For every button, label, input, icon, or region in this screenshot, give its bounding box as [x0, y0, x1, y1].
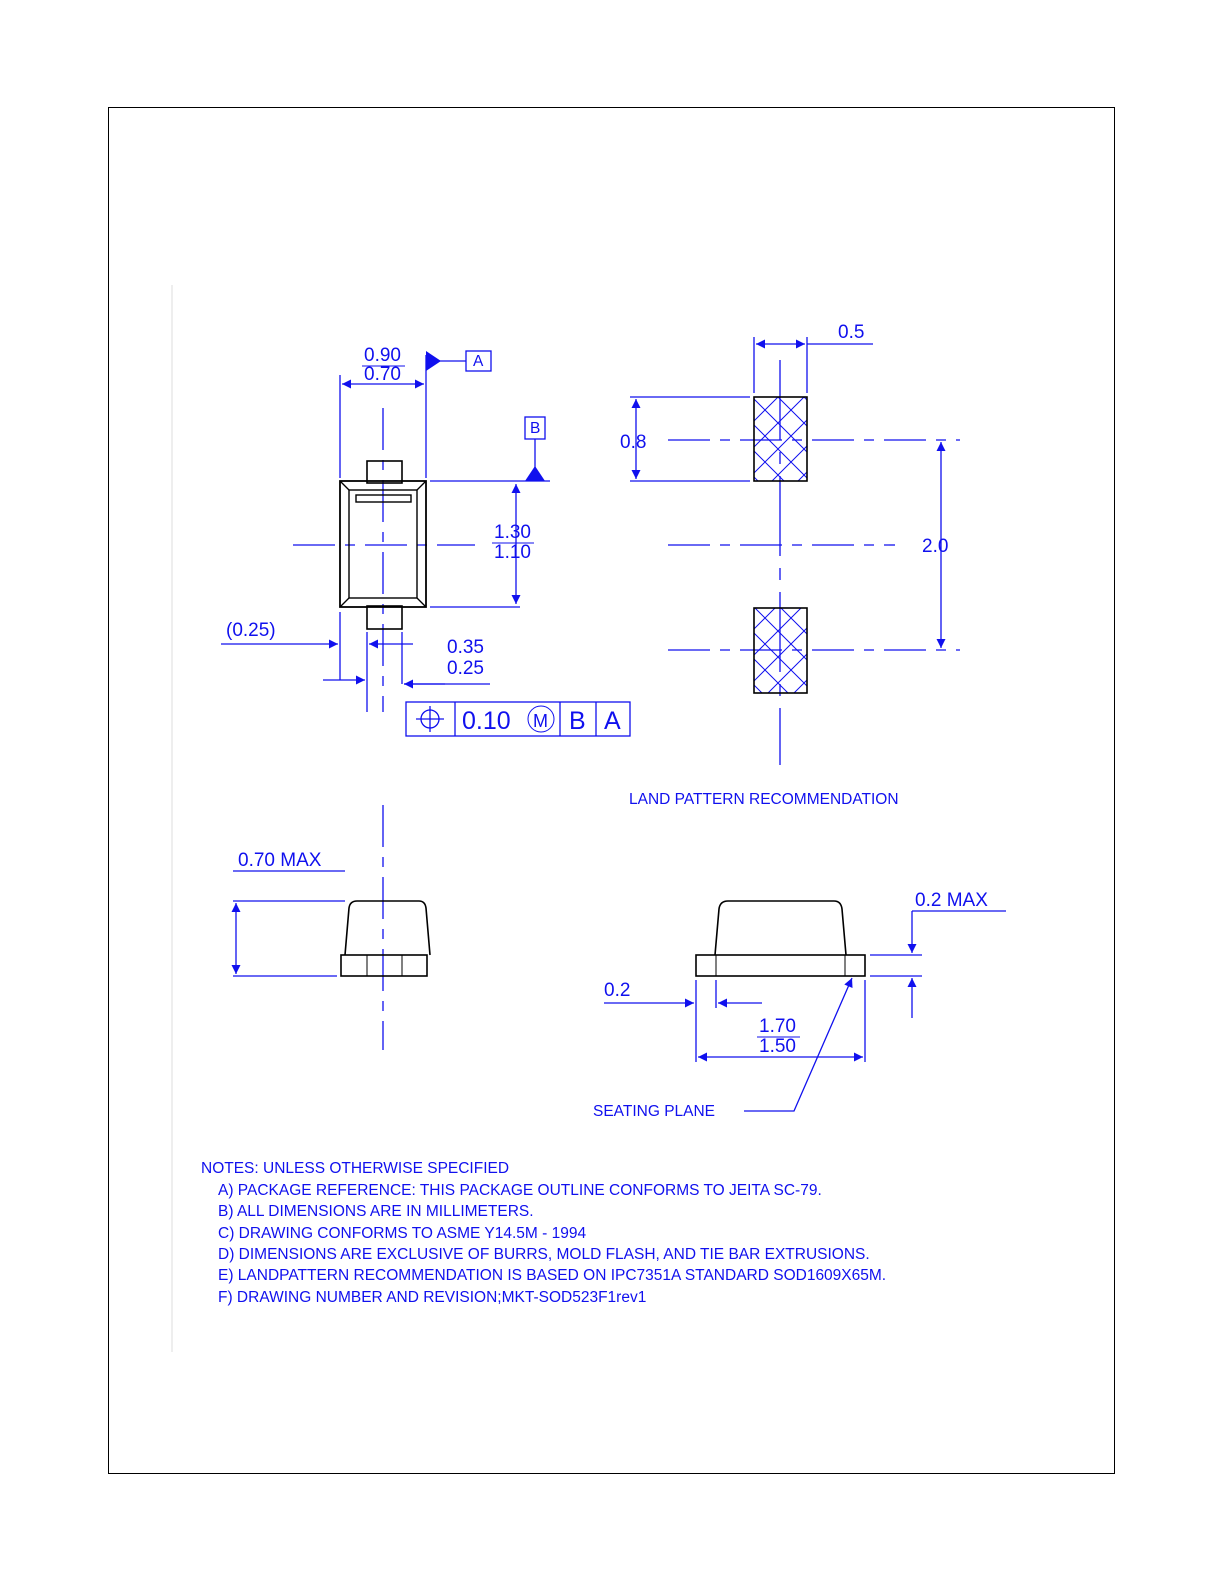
top-view — [221, 350, 550, 712]
lead-width-max-label: 0.35 — [447, 637, 484, 658]
land-pad-top — [753, 396, 808, 482]
datum-ref-1: B — [569, 707, 586, 735]
notes-heading: NOTES: UNLESS OTHERWISE SPECIFIED — [201, 1160, 509, 1177]
mmc-modifier: M — [533, 711, 548, 731]
pitch-label: 2.0 — [922, 536, 948, 557]
mmc-icon — [527, 705, 555, 733]
note-a: A) PACKAGE REFERENCE: THIS PACKAGE OUTLI… — [218, 1182, 822, 1199]
standoff-max-label: 0.2 MAX — [915, 890, 988, 911]
length-max-label: 1.30 — [494, 522, 531, 543]
land-pattern-view — [630, 337, 960, 765]
side-view — [231, 805, 431, 1050]
lead-width-min-label: 0.25 — [447, 658, 484, 679]
lead-length-label: 0.2 — [604, 980, 630, 1001]
note-c: C) DRAWING CONFORMS TO ASME Y14.5M - 199… — [218, 1225, 586, 1242]
front-view — [604, 900, 1006, 1112]
note-b: B) ALL DIMENSIONS ARE IN MILLIMETERS. — [218, 1203, 534, 1220]
width-max-label: 0.90 — [364, 345, 401, 366]
tolerance-value: 0.10 — [462, 707, 511, 735]
pad-length-label: 0.8 — [620, 432, 646, 453]
position-tolerance-frame — [405, 701, 631, 737]
land-pad-bottom — [753, 607, 808, 694]
datum-ref-2: A — [604, 707, 621, 735]
height-max-label: 0.70 MAX — [238, 850, 322, 871]
lead-offset-label: (0.25) — [226, 620, 276, 641]
datum-b-label: B — [530, 420, 540, 437]
body-min-label: 1.50 — [759, 1036, 796, 1057]
note-d: D) DIMENSIONS ARE EXCLUSIVE OF BURRS, MO… — [218, 1246, 870, 1263]
seating-plane-label: SEATING PLANE — [593, 1103, 715, 1120]
datum-a-label: A — [473, 353, 484, 370]
length-min-label: 1.10 — [494, 542, 531, 563]
note-e: E) LANDPATTERN RECOMMENDATION IS BASED O… — [218, 1267, 886, 1284]
width-min-label: 0.70 — [364, 364, 401, 385]
body-max-label: 1.70 — [759, 1016, 796, 1037]
pad-width-label: 0.5 — [838, 322, 864, 343]
note-f: F) DRAWING NUMBER AND REVISION;MKT-SOD52… — [218, 1289, 646, 1306]
notes-block: NOTES: UNLESS OTHERWISE SPECIFIED A) PAC… — [201, 1160, 886, 1306]
page-border — [108, 107, 1115, 1474]
land-pattern-title: LAND PATTERN RECOMMENDATION — [629, 791, 899, 808]
